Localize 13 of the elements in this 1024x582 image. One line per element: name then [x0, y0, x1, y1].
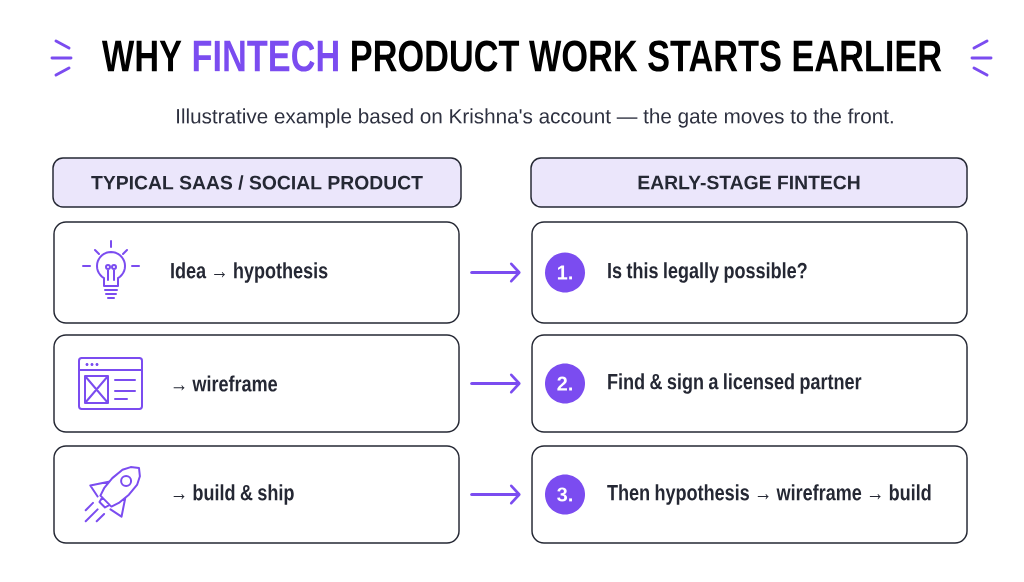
step-box: → wireframe	[53, 334, 460, 433]
subtitle: Illustrative example based on Krishna's account — the gate moves to the front.	[177, 108, 893, 128]
step-box: Idea → hypothesis	[53, 221, 460, 324]
number-badge: 2.	[545, 363, 585, 404]
step-box: → build & ship	[53, 445, 460, 544]
arrow	[470, 484, 521, 505]
number-badge: 3.	[545, 474, 585, 515]
title: WHY FINTECH PRODUCT WORK STARTS EARLIER	[101, 40, 942, 72]
number-badge: 1.	[545, 252, 585, 293]
arrow	[470, 373, 521, 394]
column-header: EARLY-STAGE FINTECH	[530, 157, 968, 208]
arrow	[470, 262, 521, 283]
column-header: TYPICAL SAAS / SOCIAL PRODUCT	[52, 157, 462, 208]
